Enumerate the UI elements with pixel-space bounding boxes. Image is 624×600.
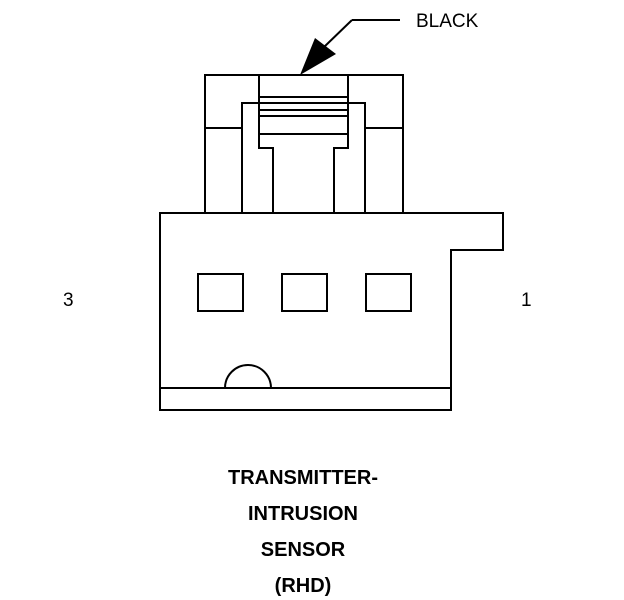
callout-arrowhead	[300, 38, 336, 75]
cavity-pin-3	[197, 273, 244, 312]
title-line-2: INTRUSION	[248, 503, 358, 525]
key-bump	[224, 364, 272, 389]
cavity-pin-2	[281, 273, 328, 312]
connector-body	[159, 212, 504, 411]
title-line-1: TRANSMITTER-	[228, 467, 378, 489]
connector-housing-outline	[159, 212, 504, 411]
cavity-pin-1	[365, 273, 412, 312]
pin-label-left: 3	[63, 290, 74, 311]
terminal-cavities	[197, 273, 412, 312]
connector-latch	[204, 74, 404, 214]
connector-title: TRANSMITTER- INTRUSION SENSOR (RHD)	[228, 467, 378, 597]
title-line-4: (RHD)	[275, 575, 332, 597]
callout-color-label: BLACK	[416, 11, 479, 32]
latch-left-post	[241, 102, 366, 214]
title-line-3: SENSOR	[261, 539, 346, 561]
pin-label-right: 1	[521, 290, 532, 311]
color-callout: BLACK	[300, 11, 479, 75]
latch-lock-tab-right	[333, 75, 349, 213]
callout-leader-diagonal	[322, 19, 353, 49]
